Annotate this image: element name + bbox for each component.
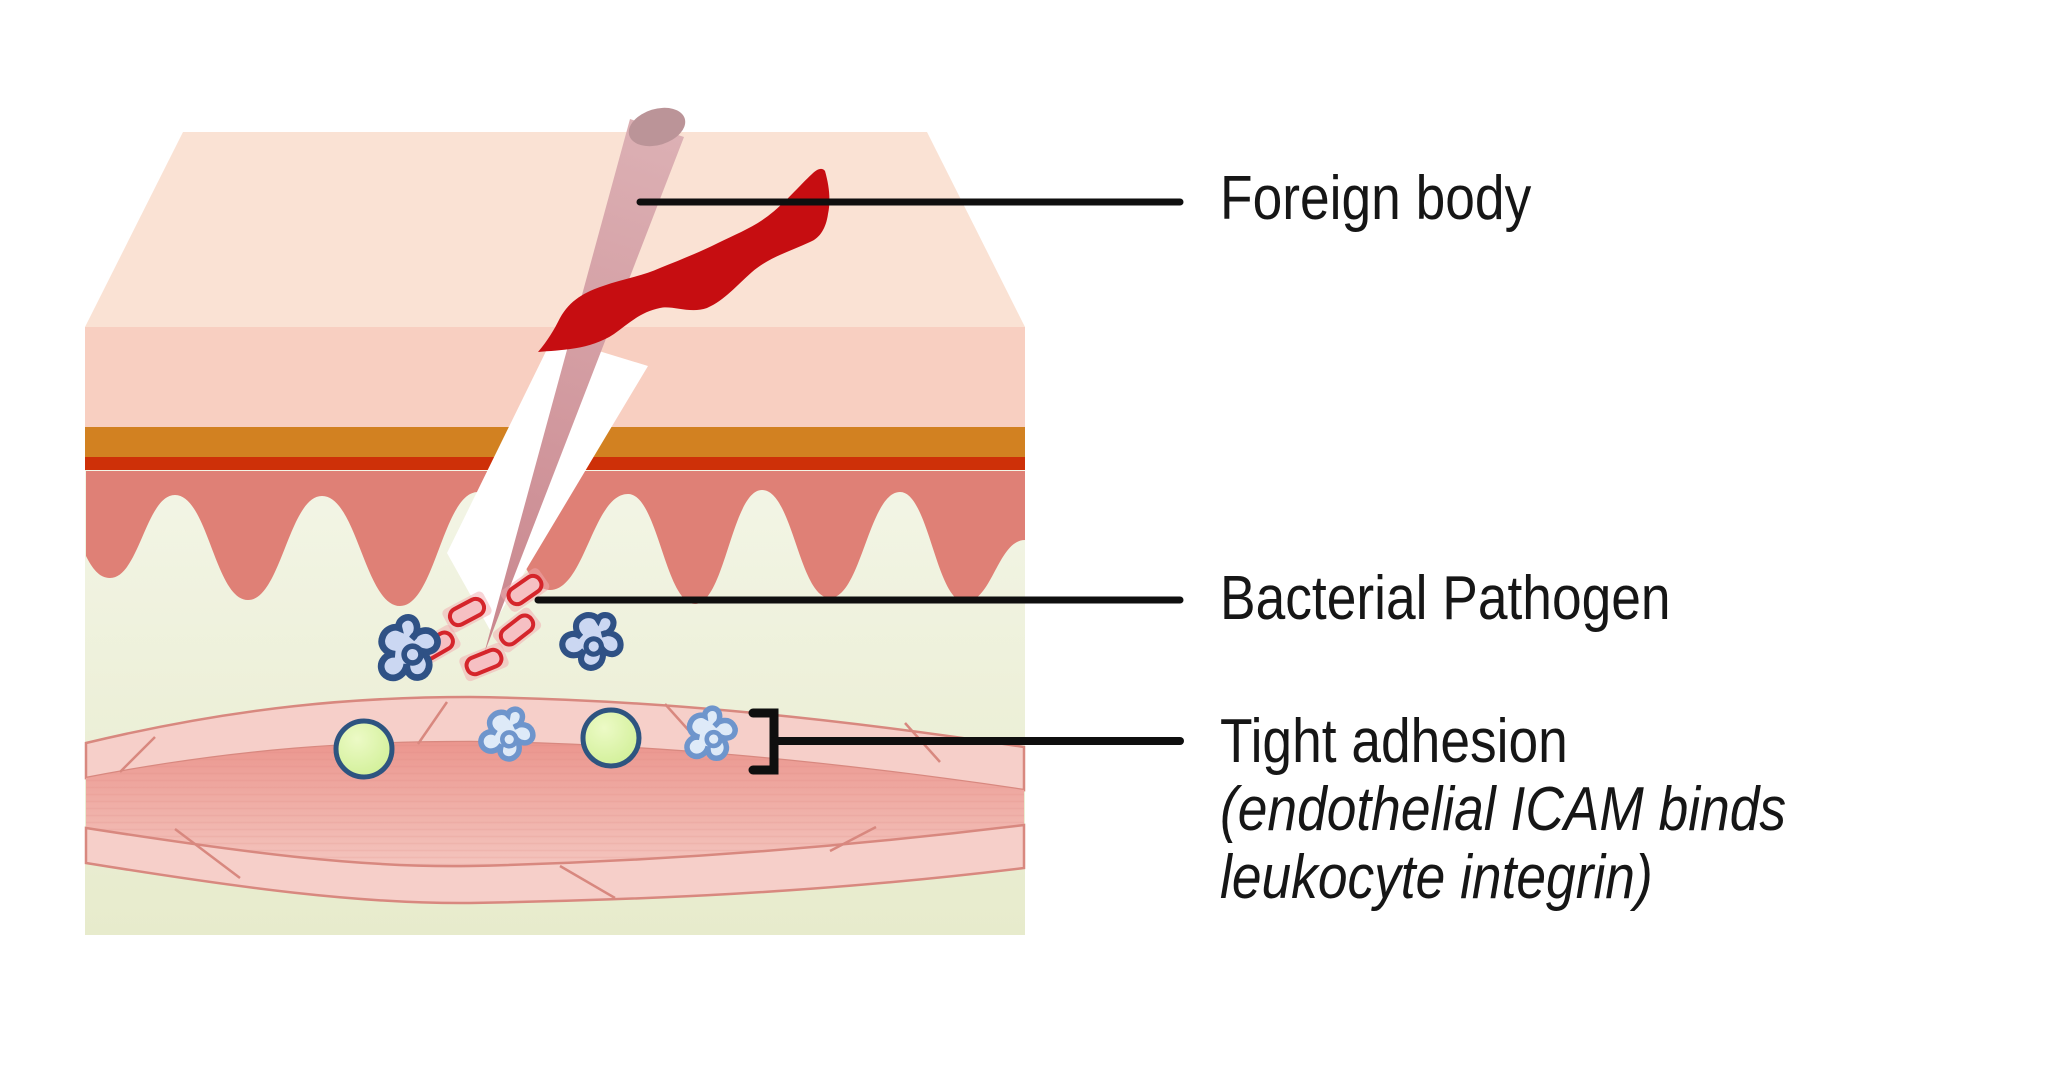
label-tight-adhesion: Tight adhesion (endothelial ICAM binds l… [1220, 708, 1786, 912]
skin-top-surface [85, 132, 1025, 327]
tight-adhesion-title: Tight adhesion [1220, 707, 1568, 776]
splinter-rod [484, 119, 684, 654]
tight-adhesion-subtitle-line1: (endothelial ICAM binds [1220, 775, 1787, 844]
label-bacterial-pathogen: Bacterial Pathogen [1220, 564, 1671, 633]
splinter-cap [628, 107, 686, 147]
vessel-lumen-texture [86, 742, 1024, 867]
annotation-lines [534, 198, 1184, 775]
vessel-lower-wall [84, 823, 1026, 905]
label-foreign-body: Foreign body [1220, 164, 1532, 233]
blood-vessel [84, 695, 1026, 905]
round-cell [333, 718, 395, 780]
round-cell [580, 707, 642, 769]
epidermis-basal-ridges [86, 471, 1025, 606]
tight-adhesion-subtitle-line2: leukocyte integrin) [1220, 843, 1653, 912]
foreign-body-splinter [447, 107, 686, 654]
blood-splash [538, 168, 830, 352]
vessel-cells [333, 704, 739, 780]
